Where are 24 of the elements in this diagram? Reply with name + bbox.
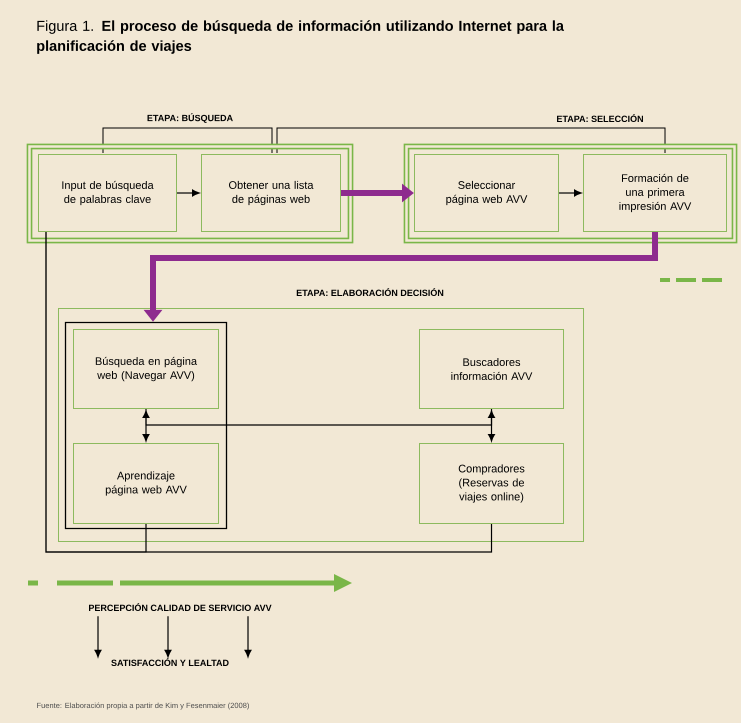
process-box: Buscadores información AVV xyxy=(419,329,564,409)
connector-line xyxy=(45,232,492,553)
connector-line xyxy=(145,409,492,426)
flow-arrow xyxy=(177,190,200,196)
bold-label: PERCEPCIÓN CALIDAD DE SERVICIO AVV xyxy=(89,602,272,612)
flow-arrow xyxy=(142,410,150,442)
stage-heading: ETAPA: ELABORACIÓN DECISIÓN xyxy=(294,286,446,298)
process-box: Búsqueda en página web (Navegar AVV) xyxy=(73,329,219,409)
process-box: Aprendizaje página web AVV xyxy=(73,443,219,524)
group-frame xyxy=(64,322,228,530)
flow-arrow xyxy=(488,410,495,442)
process-box: Formación de una primera impresión AVV xyxy=(583,154,727,232)
figure-title: Figura 1. El proceso de búsqueda de información utilizando Internet para la planificación de viajes xyxy=(37,20,564,54)
flow-arrow xyxy=(164,616,172,658)
process-box: Seleccionar página web AVV xyxy=(414,154,559,232)
process-box: Obtener una lista de páginas web xyxy=(201,154,341,232)
process-box: Input de búsqueda de palabras clave xyxy=(38,154,177,232)
process-box: Compradores (Reservas de viajes online) xyxy=(419,443,564,524)
flow-arrow xyxy=(559,190,582,196)
flow-arrow xyxy=(94,616,102,658)
stage-heading: ETAPA: SELECCIÓN xyxy=(554,112,646,124)
stage-heading: ETAPA: BÚSQUEDA xyxy=(144,111,236,125)
bold-label: SATISFACCIÓN Y LEALTAD xyxy=(111,658,229,666)
flow-arrow xyxy=(244,616,252,658)
